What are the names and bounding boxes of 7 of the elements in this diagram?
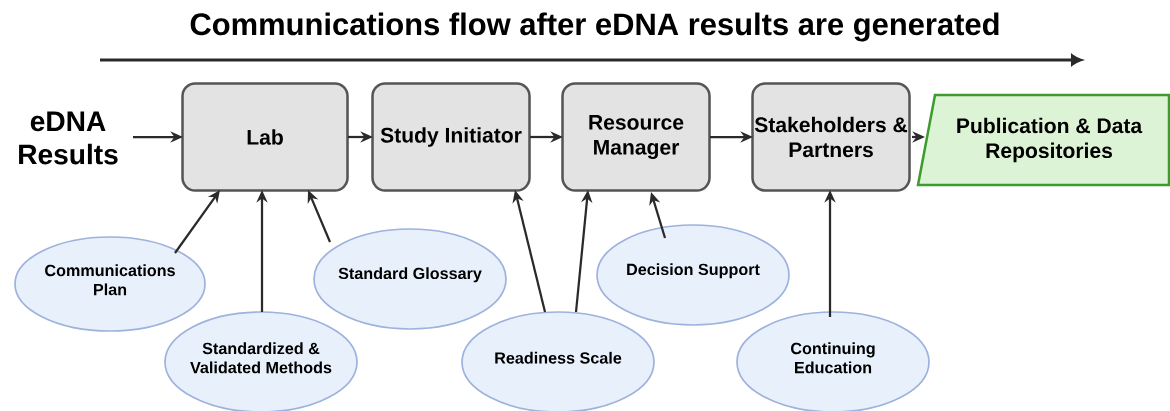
process-box: Lab	[181, 82, 349, 192]
output-box: Publication & Data Repositories	[916, 93, 1170, 187]
row-label: eDNA Results	[19, 111, 118, 165]
process-box: Resource Manager	[561, 82, 711, 192]
process-box: Study Initiator	[371, 82, 531, 192]
title: Communications flow after eDNA results are generated	[190, 12, 999, 42]
process-box: Stakeholders & Partners	[751, 82, 911, 192]
